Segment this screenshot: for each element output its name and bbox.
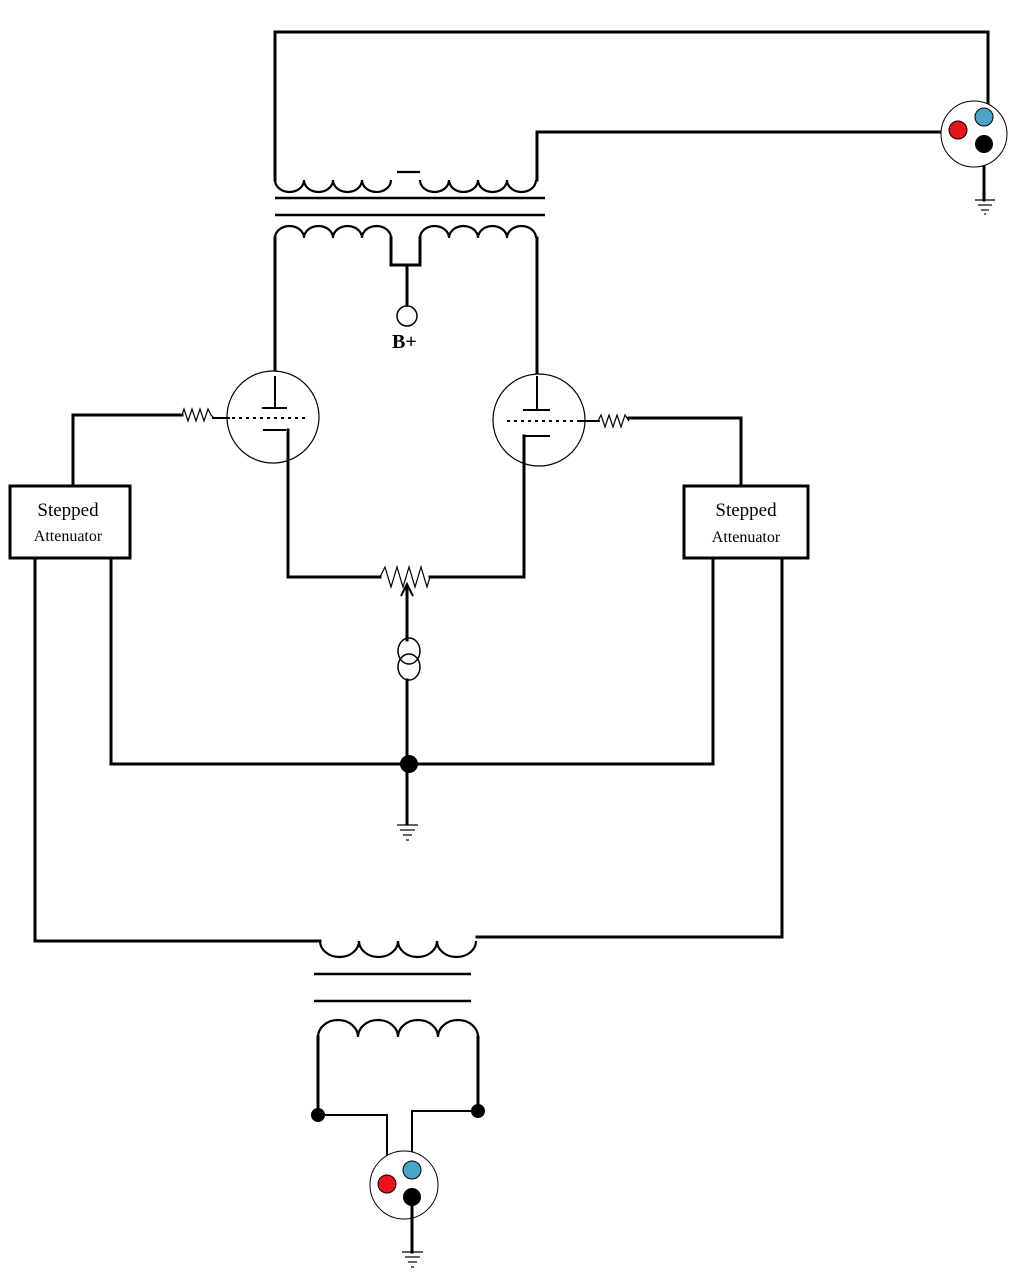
left-grid-resistor xyxy=(71,407,215,423)
right-grid-resistor xyxy=(597,413,743,429)
right-attenuator-box xyxy=(682,484,810,560)
left-attenuator-box xyxy=(8,484,132,560)
left-cathode-wire xyxy=(286,428,382,579)
xlr-pin-ground xyxy=(975,135,993,153)
input-xlr-pin-cold xyxy=(402,1160,422,1180)
output-xlr-connector xyxy=(940,100,1008,168)
output-wire-right xyxy=(535,130,960,182)
output-wiring xyxy=(273,30,990,202)
left-attenuator-feed-wire xyxy=(33,556,322,943)
input-primary-winding xyxy=(318,940,478,959)
output-secondary-winding xyxy=(273,170,538,194)
input-xlr-connector xyxy=(369,1150,439,1220)
right-triode-tube xyxy=(492,373,600,467)
ground-symbol-bottom xyxy=(402,1251,423,1268)
b-plus-supply: B+ xyxy=(389,236,422,353)
current-source-upper xyxy=(397,637,421,665)
input-secondary-winding xyxy=(316,1018,480,1038)
right-attenuator-label-1: Stepped xyxy=(715,500,777,521)
xlr-pin-hot xyxy=(948,120,968,140)
current-source-lower xyxy=(397,653,421,681)
b-plus-terminal xyxy=(396,305,418,327)
left-attenuator-label-2: Attenuator xyxy=(34,528,103,545)
input-xlr-pin-hot xyxy=(377,1174,397,1194)
ground-symbol-top-right xyxy=(975,199,995,215)
left-triode-tube xyxy=(212,370,320,464)
right-attenuator-label-2: Attenuator xyxy=(712,529,781,546)
pot-wiper-arrow xyxy=(400,581,414,597)
right-attenuator-feed-wire xyxy=(475,556,784,939)
cathode-balance-potentiometer xyxy=(379,564,431,590)
cathode-circuit xyxy=(109,428,715,826)
output-transformer xyxy=(273,170,545,239)
right-cathode-wire xyxy=(428,434,526,579)
b-plus-label: B+ xyxy=(392,331,417,353)
left-attenuator-label-1: Stepped xyxy=(37,500,99,521)
input-transformer xyxy=(314,940,480,1038)
input-cold-lead xyxy=(411,1110,478,1166)
left-stepped-attenuator: Stepped Attenuator xyxy=(8,484,132,560)
ground-symbol-center xyxy=(397,824,418,841)
center-tap-wire xyxy=(389,236,422,267)
xlr-pin-cold xyxy=(974,107,994,127)
output-wire-left xyxy=(273,30,990,182)
right-stepped-attenuator: Stepped Attenuator xyxy=(682,484,810,560)
output-primary-winding xyxy=(273,224,538,239)
